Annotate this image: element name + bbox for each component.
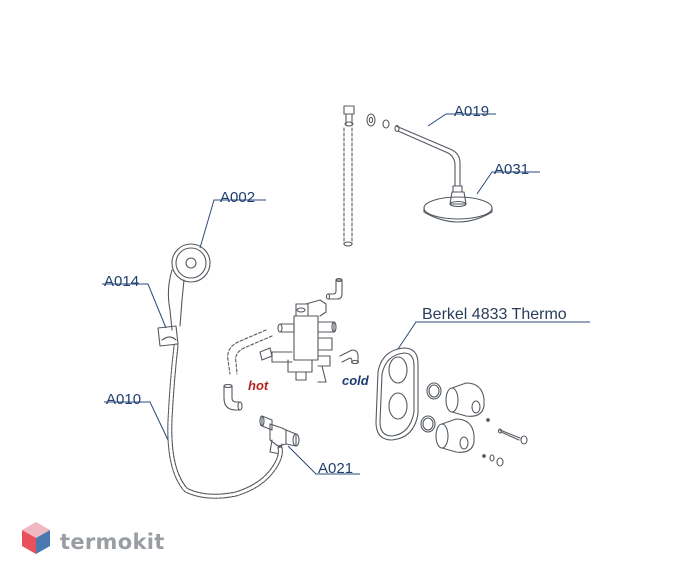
watermark: termokit <box>22 520 165 564</box>
handle-knobs <box>435 382 485 453</box>
model-title: Berkel 4833 Thermo <box>422 306 567 323</box>
watermark-text: termokit <box>60 530 165 554</box>
mixer-inlet-elbow <box>325 277 343 300</box>
leader-a010 <box>104 401 169 441</box>
dashed-connection <box>227 329 273 375</box>
leader-model <box>397 321 590 350</box>
wall-elbow-part <box>343 105 355 127</box>
hot-inlet-elbow <box>223 347 273 411</box>
leader-a031 <box>476 171 540 195</box>
label-a010: A010 <box>106 391 142 408</box>
shower-hose <box>167 343 283 499</box>
label-a031: A031 <box>494 161 530 178</box>
cold-inlet-elbow <box>339 349 360 365</box>
label-a002: A002 <box>220 189 256 206</box>
hand-shower <box>167 243 211 331</box>
shower-arm <box>394 124 463 193</box>
screws <box>482 418 528 467</box>
seal-rings <box>420 382 442 433</box>
mixer-body <box>271 299 337 383</box>
label-a021: A021 <box>318 460 354 477</box>
leader-a014 <box>102 283 167 329</box>
leader-a021 <box>287 445 360 475</box>
leader-a019 <box>427 113 496 127</box>
leader-lines <box>102 113 590 475</box>
termokit-logo-icon <box>22 522 50 554</box>
cover-plate <box>375 347 419 441</box>
leader-a002 <box>199 199 266 249</box>
cold-label: cold <box>342 373 369 388</box>
shower-arm-fittings <box>366 113 390 129</box>
rain-shower-head <box>423 191 493 223</box>
wall-holder <box>157 325 179 347</box>
hot-label: hot <box>248 378 269 393</box>
riser-pipe <box>343 127 353 247</box>
label-a014: A014 <box>104 273 140 290</box>
label-a019: A019 <box>454 103 490 120</box>
